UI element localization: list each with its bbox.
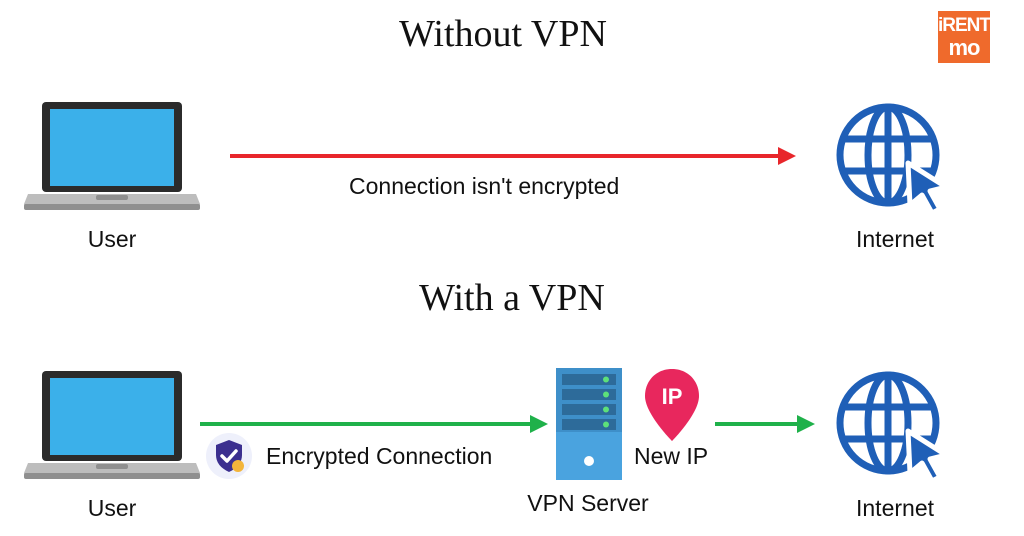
ip-pin-text: IP xyxy=(662,384,683,409)
title-with-vpn: With a VPN xyxy=(419,277,605,319)
server-icon xyxy=(556,368,622,480)
green-arrow-to-server xyxy=(200,415,548,433)
green-arrow-to-internet xyxy=(715,415,815,433)
title-without-vpn: Without VPN xyxy=(399,13,607,55)
globe-cursor-icon xyxy=(836,371,949,484)
red-arrow xyxy=(230,147,796,165)
globe-cursor-icon xyxy=(836,103,949,216)
user-label-2: User xyxy=(87,495,137,521)
laptop-icon xyxy=(24,102,200,210)
internet-label-1: Internet xyxy=(856,226,934,252)
laptop-icon xyxy=(24,371,200,479)
vpn-server-label: VPN Server xyxy=(527,490,649,516)
connection-unencrypted-label: Connection isn't encrypted xyxy=(349,173,620,199)
shield-check-icon xyxy=(206,433,252,479)
new-ip-label: New IP xyxy=(634,443,709,469)
internet-label-2: Internet xyxy=(856,495,934,521)
location-pin-icon: IP xyxy=(645,369,699,441)
user-label-1: User xyxy=(87,226,137,252)
brand-logo: iRENT mo xyxy=(938,11,991,63)
encrypted-connection-label: Encrypted Connection xyxy=(266,443,493,469)
